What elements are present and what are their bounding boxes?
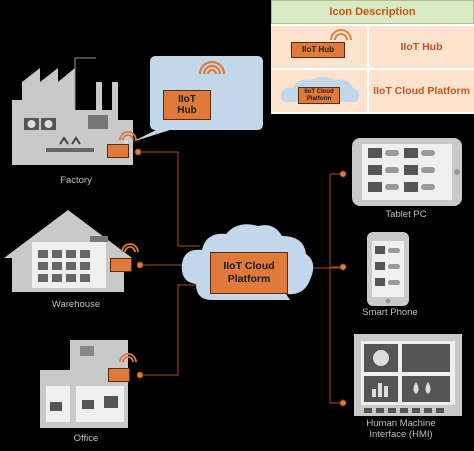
connection-nodes (134, 148, 347, 407)
hub-wifi-icons (119, 131, 139, 363)
tablet-node (339, 170, 347, 178)
factory-icon (12, 57, 133, 165)
legend-title: Icon Description (271, 0, 474, 24)
office-node (136, 371, 144, 379)
phone-icon (367, 232, 409, 306)
legend-cloud-label-cell: IIoT Cloud Platform (369, 70, 474, 112)
callout-hub-box: IIoT Hub (163, 90, 211, 120)
office-connection (140, 284, 200, 376)
office-label: Office (73, 433, 99, 444)
office-hub (108, 368, 130, 382)
tablet-icon (352, 138, 462, 206)
legend-wifi-icon (330, 29, 352, 41)
legend-cloud-label: IIoT Cloud Platform (373, 85, 470, 97)
legend-cloud-box: IIoT Cloud Platform (298, 87, 340, 104)
hmi-label: Human Machine Interface (HMI) (366, 418, 436, 440)
hmi-node (339, 399, 347, 407)
tablet-label: Tablet PC (385, 209, 427, 220)
device-bus (329, 173, 343, 404)
warehouse-label: Warehouse (51, 299, 101, 310)
factory-node (134, 148, 142, 156)
legend-panel: Icon Description IIoT Hub IIoT Hub IIoT … (271, 0, 474, 114)
office-icon (40, 340, 128, 428)
factory-hub (107, 144, 129, 158)
hmi-icon (354, 334, 462, 416)
phone-node (339, 263, 347, 271)
legend-hub-icon-cell: IIoT Hub (271, 26, 367, 68)
warehouse-hub (110, 258, 132, 272)
legend-hub-label-cell: IIoT Hub (369, 26, 474, 68)
legend-hub-label: IIoT Hub (400, 41, 443, 53)
legend-cloud-icon-cell: IIoT Cloud Platform (271, 70, 367, 112)
cloud-platform-box: IIoT Cloud Platform (210, 252, 288, 294)
connection-lines (138, 151, 343, 404)
wifi-icon (198, 60, 226, 75)
warehouse-node (136, 261, 144, 269)
phone-label: Smart Phone (362, 307, 418, 318)
legend-hub-icon: IIoT Hub (291, 42, 345, 58)
factory-label: Factory (60, 175, 92, 186)
warehouse-icon (4, 210, 132, 292)
factory-connection (138, 151, 200, 247)
